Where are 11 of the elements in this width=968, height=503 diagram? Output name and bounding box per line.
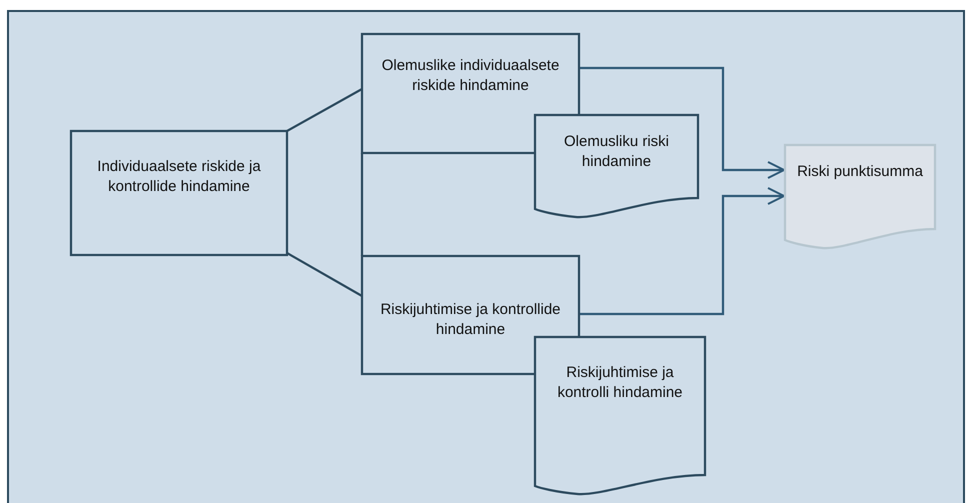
arrow — [579, 66, 785, 179]
node-label: Riski punktisumma — [796, 162, 924, 182]
node-label: Riskijuhtimise ja kontrollide hindamine — [379, 300, 562, 340]
connector-line — [360, 153, 364, 256]
arrow — [579, 187, 785, 316]
node-label: Olemusliku riski hindamine — [562, 132, 670, 172]
node-label: Riskijuhtimise ja kontrolli hindamine — [556, 363, 684, 403]
connector-line — [286, 88, 363, 132]
connector-line — [286, 252, 363, 297]
node-label: Individuaalsete riskide ja kontrollide hindamine — [96, 157, 262, 197]
node-label: Olemuslike individuaalsete riskide hindamine — [380, 56, 560, 96]
